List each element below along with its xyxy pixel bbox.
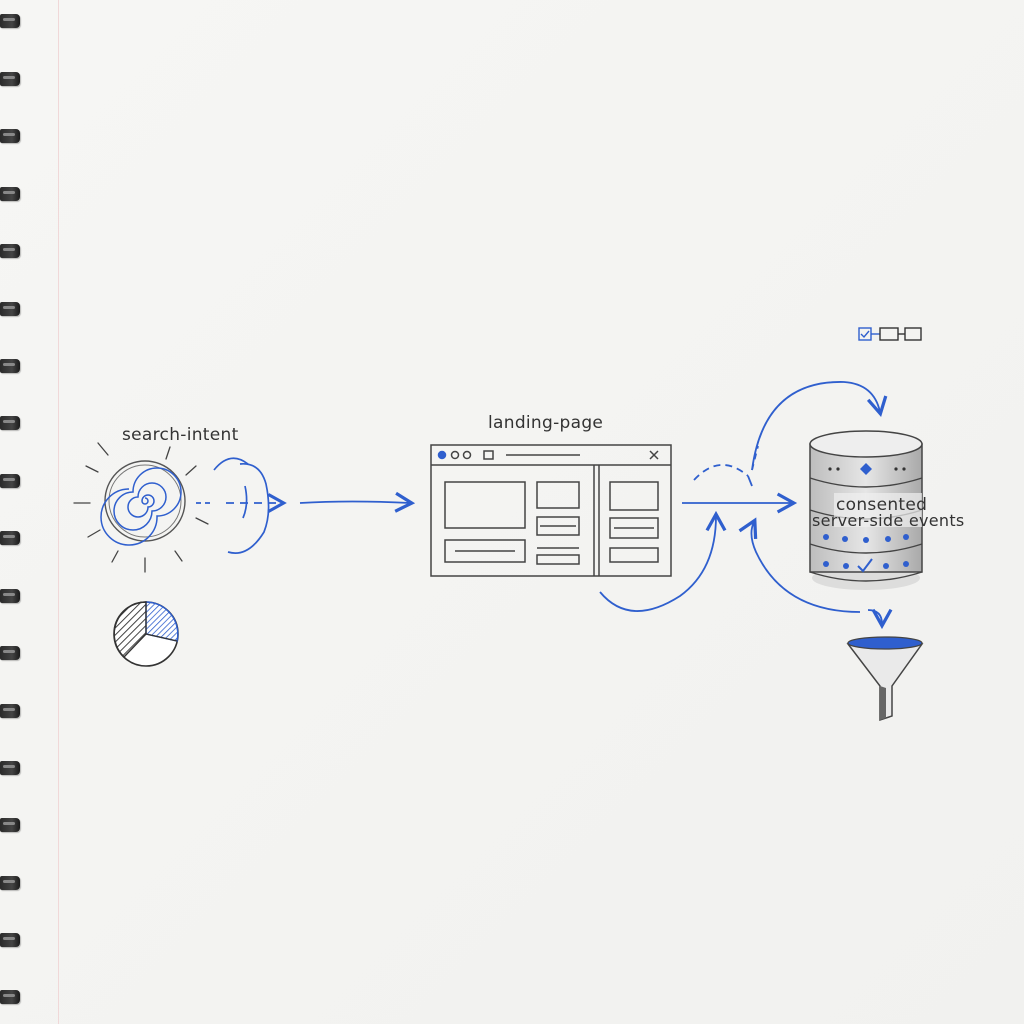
binding-coil	[0, 646, 20, 660]
binding-coil	[0, 14, 20, 28]
intent-connector	[196, 457, 287, 554]
binding-coil	[0, 129, 20, 143]
binding-coil	[0, 589, 20, 603]
binding-coil	[0, 933, 20, 947]
binding-coil	[0, 761, 20, 775]
binding-coil	[0, 474, 20, 488]
binding-coil	[0, 876, 20, 890]
binding-coil	[0, 531, 20, 545]
binding-coil	[0, 704, 20, 718]
binding-coil	[0, 187, 20, 201]
pie-chart-icon	[113, 601, 179, 667]
binding-coil	[0, 359, 20, 373]
binding-coil	[0, 818, 20, 832]
binding-coil	[0, 416, 20, 430]
spiral-icon	[73, 442, 209, 573]
binding-coil	[0, 244, 20, 258]
margin-line	[58, 0, 59, 1024]
label-search-intent: search-intent	[122, 425, 239, 445]
browser-window-icon	[430, 444, 672, 577]
binding-coil	[0, 72, 20, 86]
funnel-icon	[846, 636, 924, 722]
checkbox-chain-icon	[858, 327, 922, 341]
binding-coil	[0, 302, 20, 316]
label-consented: consented	[836, 495, 927, 515]
flow-to-database	[599, 381, 893, 630]
arrow-to-landing-page	[299, 491, 416, 513]
database-icon	[809, 430, 923, 590]
binding-coil	[0, 990, 20, 1004]
label-server-side-events: server-side events	[812, 511, 965, 530]
label-landing-page: landing-page	[488, 413, 603, 433]
